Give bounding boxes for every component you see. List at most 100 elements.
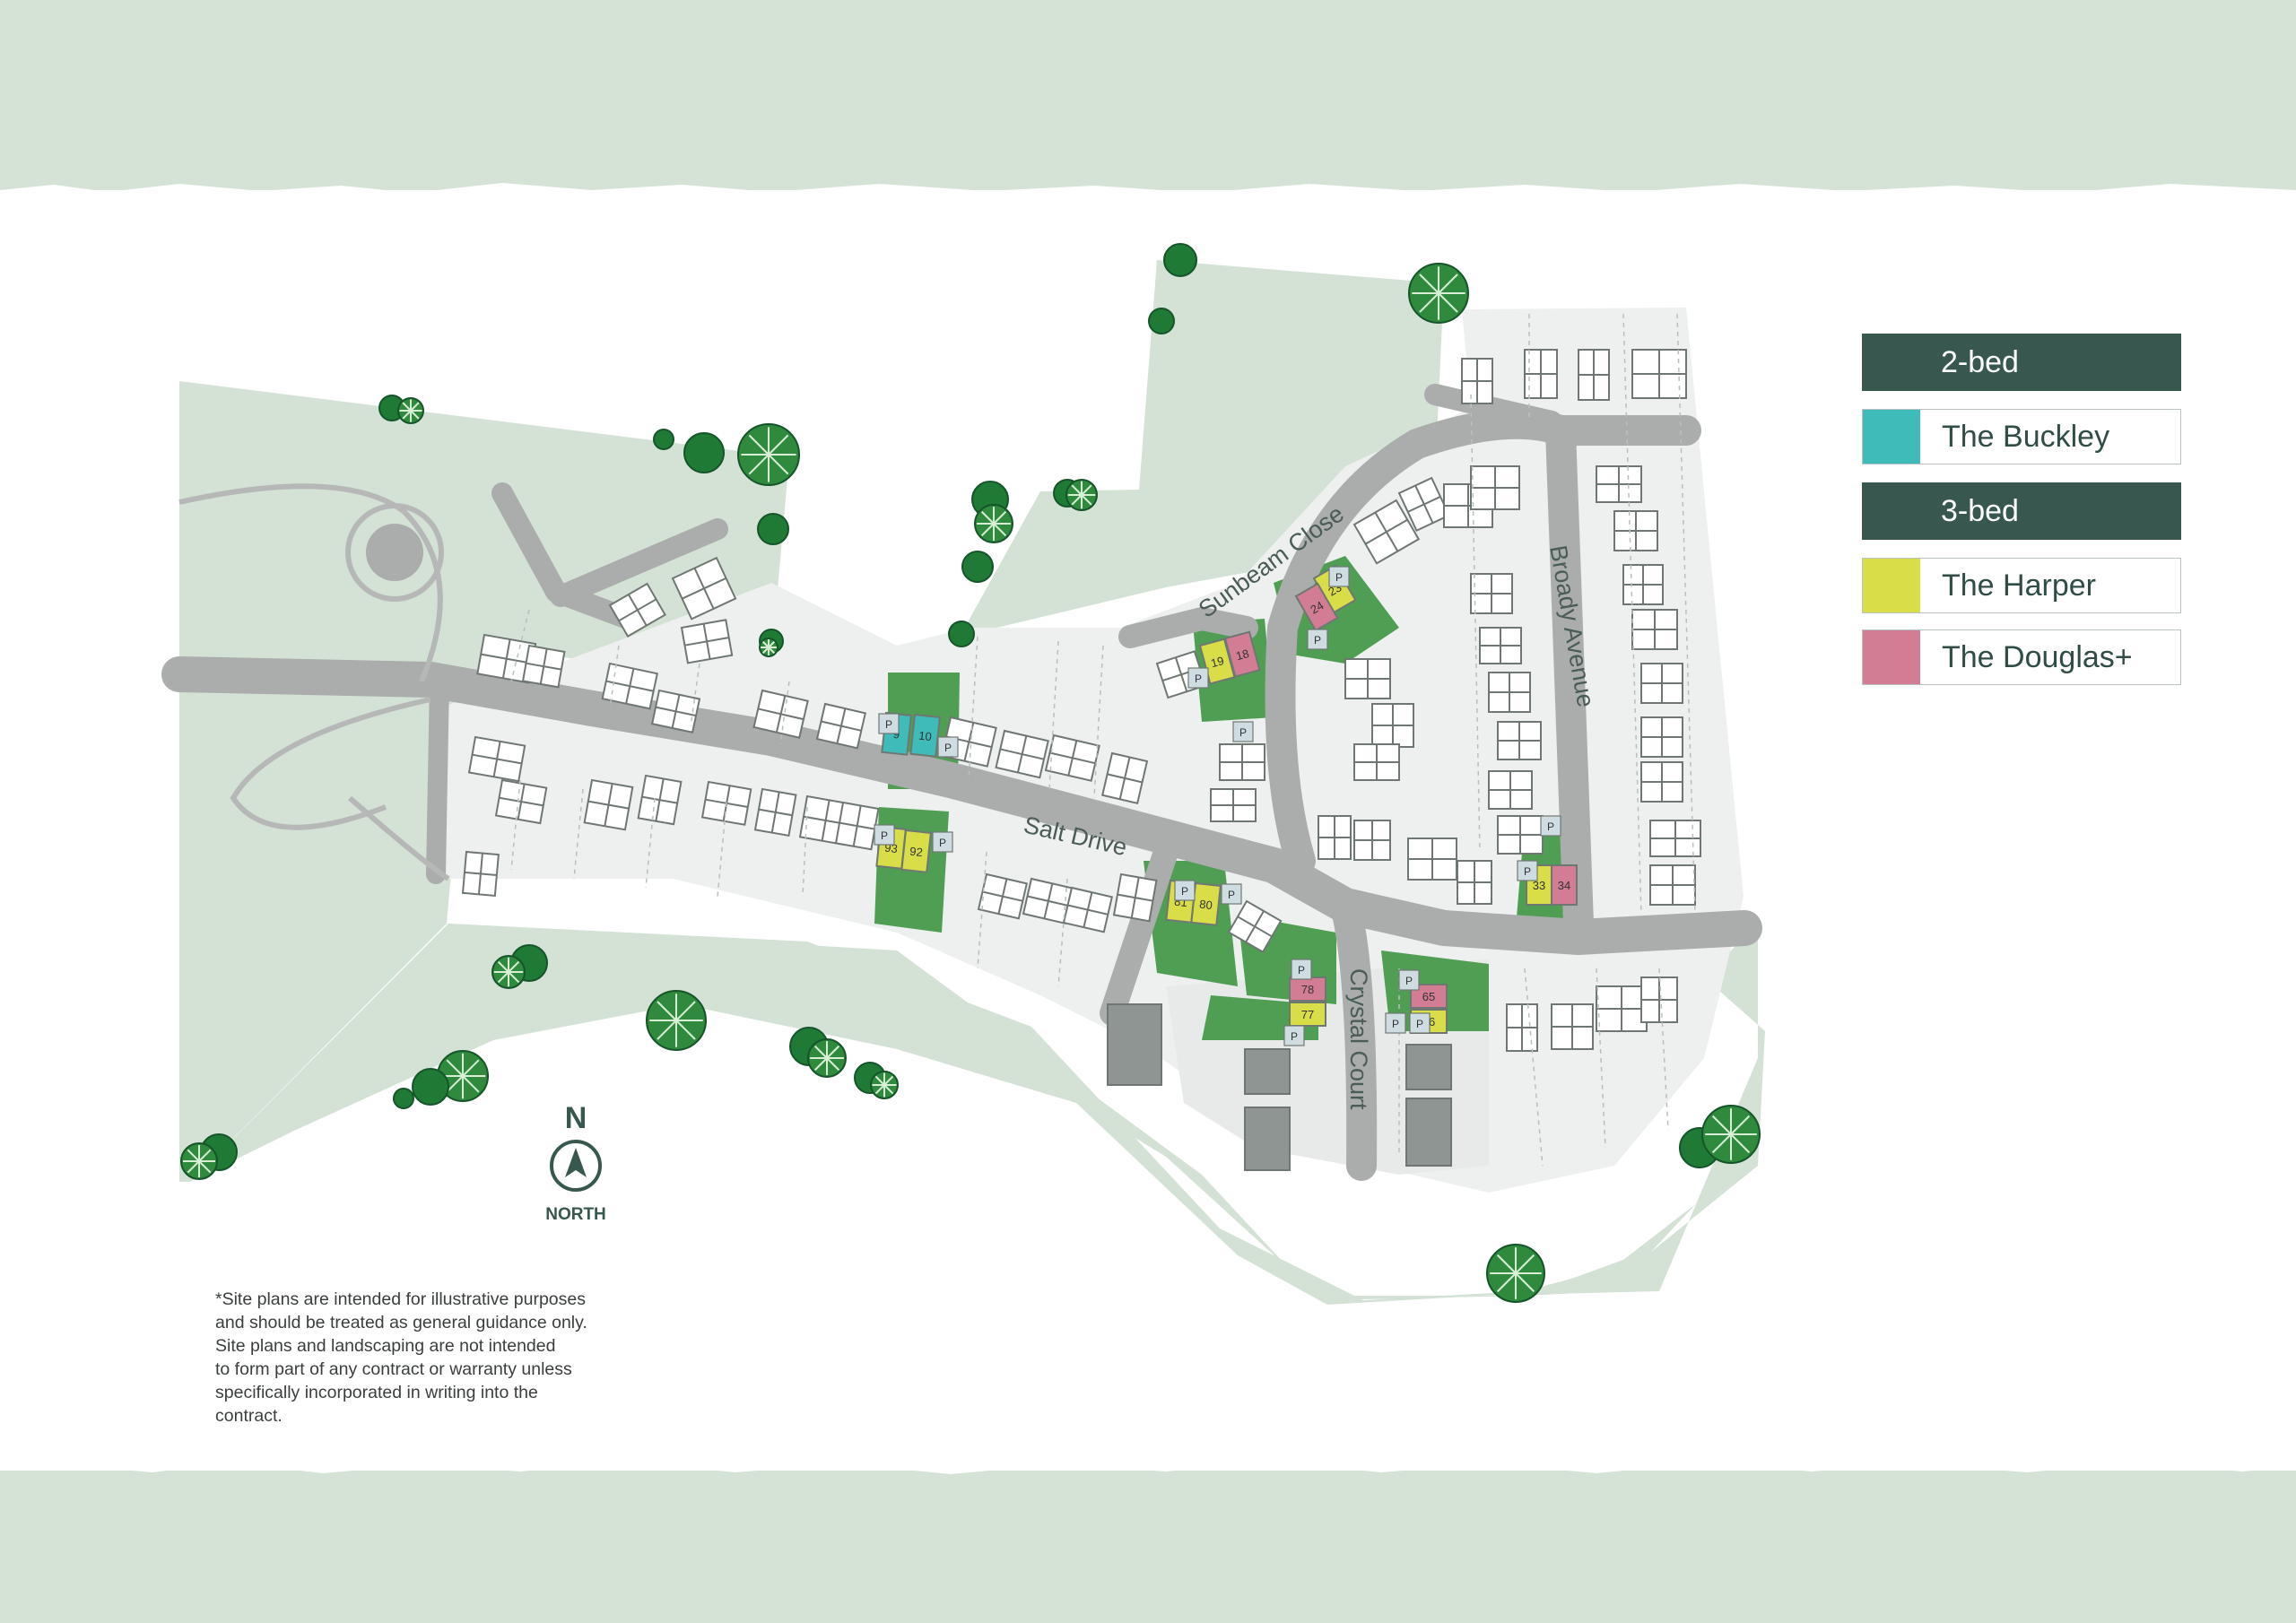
parking-bay: P	[1307, 629, 1328, 650]
house	[1551, 1003, 1594, 1050]
tree-icon	[961, 551, 994, 583]
tree-icon	[948, 621, 975, 647]
parking-bay: P	[1174, 880, 1196, 901]
parking-label: P	[1416, 1018, 1423, 1030]
house	[1631, 349, 1687, 399]
parking-label: P	[1298, 964, 1305, 976]
plot-10: 10	[909, 713, 941, 758]
sunbeam-close-road	[1265, 408, 1701, 876]
house	[671, 556, 737, 621]
parking-label: P	[881, 829, 888, 842]
parking-bay: P	[1398, 969, 1420, 991]
tree-icon	[1148, 308, 1175, 334]
parking-label: P	[939, 837, 946, 849]
plot-92: 92	[900, 829, 932, 873]
parking-label: P	[1291, 1030, 1298, 1043]
legend-heading-2bed: 2-bed	[1862, 334, 2181, 391]
legend-item-buckley: The Buckley	[1862, 409, 2181, 464]
house	[1352, 499, 1421, 565]
tree-icon	[646, 990, 707, 1051]
parking-bay: P	[1385, 1012, 1406, 1034]
tree-icon	[412, 1068, 449, 1106]
house	[815, 702, 867, 750]
house	[995, 729, 1049, 779]
garage-block	[1405, 1098, 1452, 1167]
plot-34: 34	[1551, 864, 1578, 906]
house	[1022, 877, 1074, 924]
harper-swatch	[1863, 559, 1920, 612]
house	[977, 872, 1029, 920]
garage-block	[1244, 1048, 1291, 1095]
tree-icon	[807, 1038, 847, 1078]
tree-icon	[397, 397, 424, 424]
house	[1318, 815, 1352, 860]
house	[1353, 743, 1400, 781]
parking-bay: P	[1517, 860, 1538, 881]
parking-bay: P	[878, 713, 900, 734]
plot-number: 33	[1533, 879, 1545, 892]
bottom-band	[0, 1457, 2296, 1623]
house	[1524, 349, 1558, 399]
top-band	[0, 0, 2296, 199]
house	[1640, 976, 1678, 1023]
house	[601, 662, 659, 710]
plot-18: 18	[1223, 630, 1261, 678]
parking-label: P	[1314, 634, 1321, 647]
street-crystal-court: Crystal Court	[1345, 968, 1372, 1110]
parking-label: P	[1181, 885, 1188, 898]
house	[608, 582, 666, 638]
compass-letter: N	[564, 1101, 587, 1135]
parking-label: P	[1547, 820, 1554, 833]
plot-number: 77	[1301, 1008, 1314, 1021]
buckley-swatch	[1863, 410, 1920, 464]
north-compass	[550, 1140, 602, 1192]
parking-bay: P	[1283, 1025, 1305, 1046]
house	[1371, 703, 1414, 748]
legend-label-douglas: The Douglas+	[1942, 640, 2133, 674]
house	[1210, 788, 1257, 822]
house	[1497, 721, 1542, 760]
house	[1062, 886, 1114, 933]
house	[1596, 985, 1648, 1032]
parking-label: P	[1524, 865, 1531, 878]
plot-number: 24	[1308, 598, 1326, 616]
house	[834, 801, 880, 851]
salt-drive-road	[161, 656, 1762, 955]
garage-block	[1107, 1003, 1162, 1086]
plot-number: 65	[1422, 990, 1435, 1003]
house	[1631, 609, 1678, 650]
tree-icon	[683, 432, 725, 473]
house	[461, 850, 500, 898]
plot-number: 78	[1301, 983, 1314, 996]
house	[1622, 564, 1664, 605]
compass-label: NORTH	[545, 1205, 606, 1224]
plot-80: 80	[1190, 881, 1222, 926]
plot-78: 78	[1289, 976, 1326, 1002]
house	[583, 778, 634, 831]
house	[1578, 349, 1610, 401]
house	[521, 644, 566, 689]
tree-icon	[737, 423, 800, 486]
parking-label: P	[1335, 571, 1343, 584]
house	[1397, 476, 1451, 533]
house	[637, 774, 683, 826]
parking-label: P	[885, 718, 892, 731]
house	[680, 619, 734, 664]
house	[1044, 733, 1100, 782]
house	[1461, 358, 1493, 404]
plot-number: 19	[1209, 654, 1225, 670]
plot-number: 92	[909, 845, 924, 859]
parking-bay: P	[1328, 566, 1350, 587]
turning-circle	[366, 524, 423, 581]
house-type-legend: 2-bed The Buckley 3-bed The Harper The D…	[1862, 334, 2181, 703]
house	[650, 689, 701, 733]
house	[1497, 815, 1544, 855]
parking-bay: P	[874, 824, 895, 846]
tree-icon	[653, 429, 674, 450]
plot-24: 24	[1294, 582, 1339, 632]
plot-19: 19	[1198, 638, 1236, 685]
house	[1506, 1003, 1538, 1052]
tree-icon	[870, 1071, 899, 1099]
tree-icon	[757, 513, 789, 545]
